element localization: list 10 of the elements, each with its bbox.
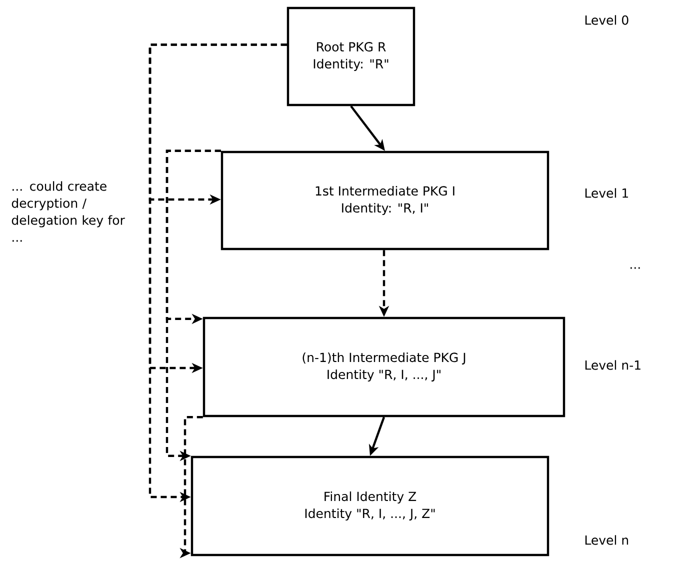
- level-label: Level n: [585, 535, 628, 545]
- identity-box: (n-1)th Intermediate PKG J Identity "R, I, ..., J": [202, 316, 566, 418]
- identity-box: 1st Intermediate PKG I Identity: "R, I": [220, 150, 550, 250]
- level-label: Level 1: [585, 188, 628, 198]
- identity-box: Final Identity Z Identity "R, I, ..., J, Z": [190, 456, 550, 556]
- level-label: Level 0: [585, 15, 628, 25]
- annotation-text: ... could create decryption / delegation key for ...: [12, 181, 125, 242]
- level-label: Level n-1: [585, 360, 640, 370]
- ellipsis: ...: [630, 267, 640, 269]
- identity-box: Root PKG R Identity: "R": [286, 6, 416, 106]
